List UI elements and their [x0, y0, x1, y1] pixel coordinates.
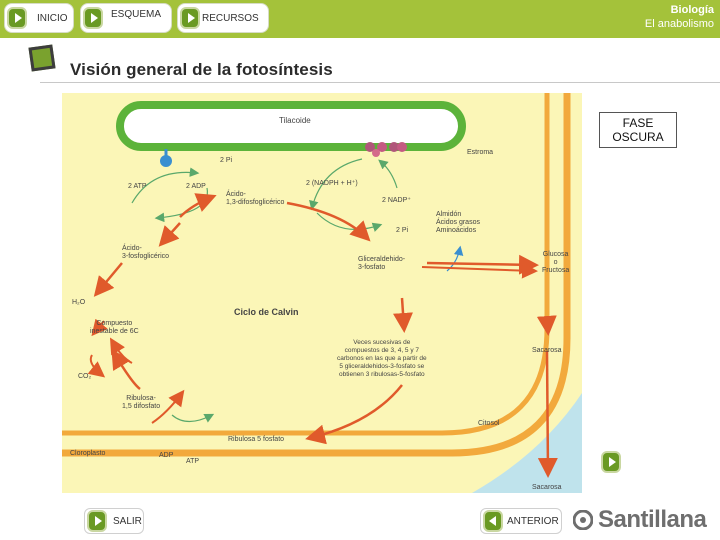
label-citosol: Citosol — [478, 420, 500, 427]
play-icon — [7, 7, 27, 29]
inicio-button[interactable]: INICIO — [4, 3, 74, 33]
fase-oscura-button[interactable]: FASE OSCURA — [599, 112, 677, 148]
anterior-label: ANTERIOR — [507, 515, 559, 527]
label-2adp: 2 ADP — [186, 183, 206, 190]
recursos-label: RECURSOS — [202, 12, 259, 24]
esquema-label: ESQUEMA — [111, 8, 162, 20]
page-title: Visión general de la fotosíntesis — [70, 60, 333, 79]
santillana-logo-icon — [573, 510, 593, 530]
anterior-button[interactable]: ANTERIOR — [480, 508, 562, 534]
label-2pi: 2 Pi — [220, 157, 233, 164]
cytosol-region — [472, 393, 582, 493]
inicio-label: INICIO — [37, 12, 68, 24]
salir-label: SALIR — [113, 515, 142, 527]
volver-label: VOLVER — [631, 456, 671, 468]
label-2atp: 2 ATP — [128, 183, 147, 190]
label-2nadph: 2 (NADPH + H⁺) — [306, 180, 358, 187]
label-ribulosa15: Ribulosa- 1,5 difosfato — [122, 395, 161, 410]
label-gliceraldehido: Gliceraldehido- 3-fosfato — [358, 256, 406, 271]
brand-logo: Santillana — [598, 506, 707, 533]
play-back-icon — [483, 510, 503, 532]
label-estroma: Estroma — [467, 149, 494, 156]
label-acido13: Ácido- 1,3-difosfoglicérico — [226, 191, 285, 206]
play-icon — [601, 451, 621, 473]
photosynthesis-diagram: Tilacoide Estroma 2 Pi 2 ATP 2 ADP 2 (NA… — [62, 93, 582, 493]
label-almidon: Almidón Ácidos grasos Aminoácidos — [436, 211, 480, 234]
label-2pi-b: 2 Pi — [396, 227, 409, 234]
thylakoid-membrane — [116, 101, 466, 151]
label-sacarosa2: Sacarosa — [532, 484, 562, 491]
section-icon — [28, 44, 56, 72]
esquema-button[interactable]: ESQUEMA — [80, 3, 172, 33]
recursos-button[interactable]: RECURSOS — [177, 3, 269, 33]
label-acido3: Ácido- 3-fosfoglicérico — [122, 245, 170, 260]
title-underline — [40, 82, 720, 83]
diagram-graphics — [62, 93, 582, 493]
atp-synthase — [160, 155, 172, 167]
inner-membrane — [62, 93, 550, 436]
label-tilacoide: Tilacoide — [279, 116, 311, 125]
subject-name: Biología — [670, 4, 714, 16]
label-sacarosa1: Sacarosa — [532, 347, 562, 354]
label-veces: Veces sucesivas de compuestos de 3, 4, 5… — [337, 339, 427, 378]
salir-button[interactable]: SALIR — [84, 508, 144, 534]
volver-button[interactable]: VOLVER — [601, 451, 671, 473]
subject-header: Biología El anabolismo — [645, 3, 714, 31]
topic-name: El anabolismo — [644, 18, 714, 30]
label-2nadp: 2 NADP⁺ — [382, 197, 411, 204]
label-co2: CO₂ — [78, 373, 92, 380]
fase-oscura-label: FASE OSCURA — [612, 116, 664, 144]
label-compuesto: Compuesto inestable de 6C — [90, 320, 139, 335]
label-glucosa: Glucosa o Fructosa — [542, 251, 570, 274]
label-ciclo: Ciclo de Calvin — [234, 307, 299, 317]
label-h2o: H₂O — [72, 299, 86, 306]
label-ribulosa5: Ribulosa 5 fosfato — [228, 436, 285, 443]
play-icon — [87, 510, 107, 532]
label-atp: ATP — [186, 458, 200, 465]
label-cloroplasto: Cloroplasto — [70, 450, 106, 457]
play-icon — [180, 7, 200, 29]
play-icon — [83, 7, 103, 29]
outer-membrane — [62, 93, 571, 457]
label-adp: ADP — [159, 452, 174, 459]
